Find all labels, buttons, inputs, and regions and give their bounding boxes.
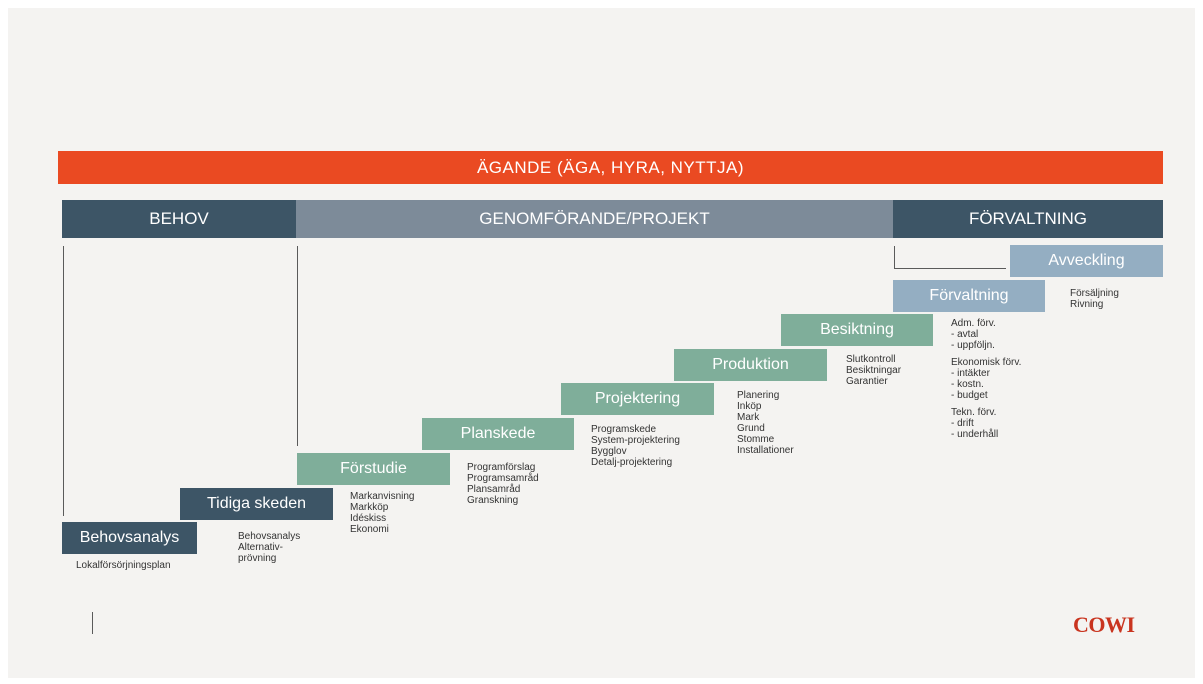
ownership-banner-label: ÄGANDE (ÄGA, HYRA, NYTTJA) [476,157,745,177]
cowi-logo: COWI [1073,612,1135,638]
notes-planskede: Programförslag Programsamråd Plansamråd … [467,462,539,506]
note-group-title: Ekonomisk förv. [951,357,1022,368]
step-projektering: Projektering [561,383,714,415]
step-produktion-label: Produktion [712,356,789,373]
note-group-title: Tekn. förv. [951,407,997,418]
notes-forstudie: Markanvisning Markköp Idéskiss Ekonomi [350,491,414,535]
note-item: Programförslag [467,462,536,473]
phase-divider-right [894,246,895,268]
phase-behov: BEHOV [62,200,296,238]
notes-tidiga-skeden: Behovsanalys Alternativ- prövning [238,531,300,564]
note-item: budget [957,390,988,401]
note-item: Ekonomi [350,524,389,535]
note-item: Besiktningar [846,365,902,376]
phase-divider-middle [297,246,298,446]
note-item: Programskede [591,424,657,435]
step-tidiga-skeden-label: Tidiga skeden [206,495,307,512]
phase-forvaltning-label: FÖRVALTNING [968,209,1088,228]
notes-behovsanalys: Lokalförsörjningsplan [76,560,171,571]
note-item: Granskning [467,495,519,506]
step-besiktning: Besiktning [781,314,933,346]
note-item: Försäljning [1070,288,1119,299]
step-planskede-label: Planskede [460,425,536,442]
step-forstudie-label: Förstudie [340,460,407,477]
notes-produktion: Planering Inköp Mark Grund Stomme Instal… [737,390,794,456]
note-item: kostn. [957,379,984,390]
note-item: Programsamråd [467,473,539,484]
note-item: Markanvisning [350,491,415,502]
note-item: Alternativ- [238,542,284,553]
note-item: drift [957,418,974,429]
note-group-title: Adm. förv. [951,318,996,329]
notes-avveckling: Försäljning Rivning [1070,288,1119,310]
note-item: Idéskiss [350,513,387,524]
step-besiktning-label: Besiktning [820,321,894,338]
phase-genomforande-label: GENOMFÖRANDE/PROJEKT [479,209,710,228]
note-item: System-projektering [591,435,680,446]
step-avveckling-label: Avveckling [1048,252,1125,269]
note-item: Planering [737,390,780,401]
step-behovsanalys-label: Behovsanalys [79,529,180,546]
note-item: intäkter [957,368,990,379]
note-item: Markköp [350,502,389,513]
phase-forvaltning: FÖRVALTNING [893,200,1163,238]
notes-besiktning: Slutkontroll Besiktningar Garantier [846,354,901,387]
note-item: Detalj-projektering [591,457,673,468]
note-item: Grund [737,423,765,434]
note-item: avtal [957,329,979,340]
phase-divider-left [63,246,64,516]
note-item: uppföljn. [957,340,995,351]
note-item: Garantier [846,376,888,387]
step-tidiga-skeden: Tidiga skeden [180,488,333,520]
note-item: Stomme [737,434,775,445]
cowi-logo-text: COWI [1073,612,1135,637]
phase-genomforande: GENOMFÖRANDE/PROJEKT [296,200,893,238]
note-item: Rivning [1070,299,1104,310]
notes-forvaltning: Adm. förv. - avtal - uppföljn. Ekonomisk… [951,318,1022,440]
note-item: Inköp [737,401,762,412]
step-projektering-label: Projektering [594,390,681,407]
slide-background [8,8,1195,678]
note-item: Bygglov [591,446,627,457]
footer-divider [92,612,93,634]
step-produktion: Produktion [674,349,827,381]
note-item: Slutkontroll [846,354,896,365]
ownership-banner: ÄGANDE (ÄGA, HYRA, NYTTJA) [58,151,1163,184]
phase-behov-label: BEHOV [149,209,209,228]
note-item: Plansamråd [467,484,521,495]
note-item: Installationer [737,445,794,456]
step-avveckling: Avveckling [1010,245,1163,277]
note-item: Behovsanalys [238,531,301,542]
note-item: Mark [737,412,760,423]
step-planskede: Planskede [422,418,574,450]
step-forstudie: Förstudie [297,453,450,485]
step-behovsanalys: Behovsanalys [62,522,197,554]
notes-projektering: Programskede System-projektering Bygglov… [591,424,680,468]
note-item: Lokalförsörjningsplan [76,560,171,571]
phase-divider-right-tick [894,268,1006,269]
step-forvaltning: Förvaltning [893,280,1045,312]
note-item: underhåll [957,429,999,440]
note-item: prövning [238,553,277,564]
step-forvaltning-label: Förvaltning [929,287,1009,304]
